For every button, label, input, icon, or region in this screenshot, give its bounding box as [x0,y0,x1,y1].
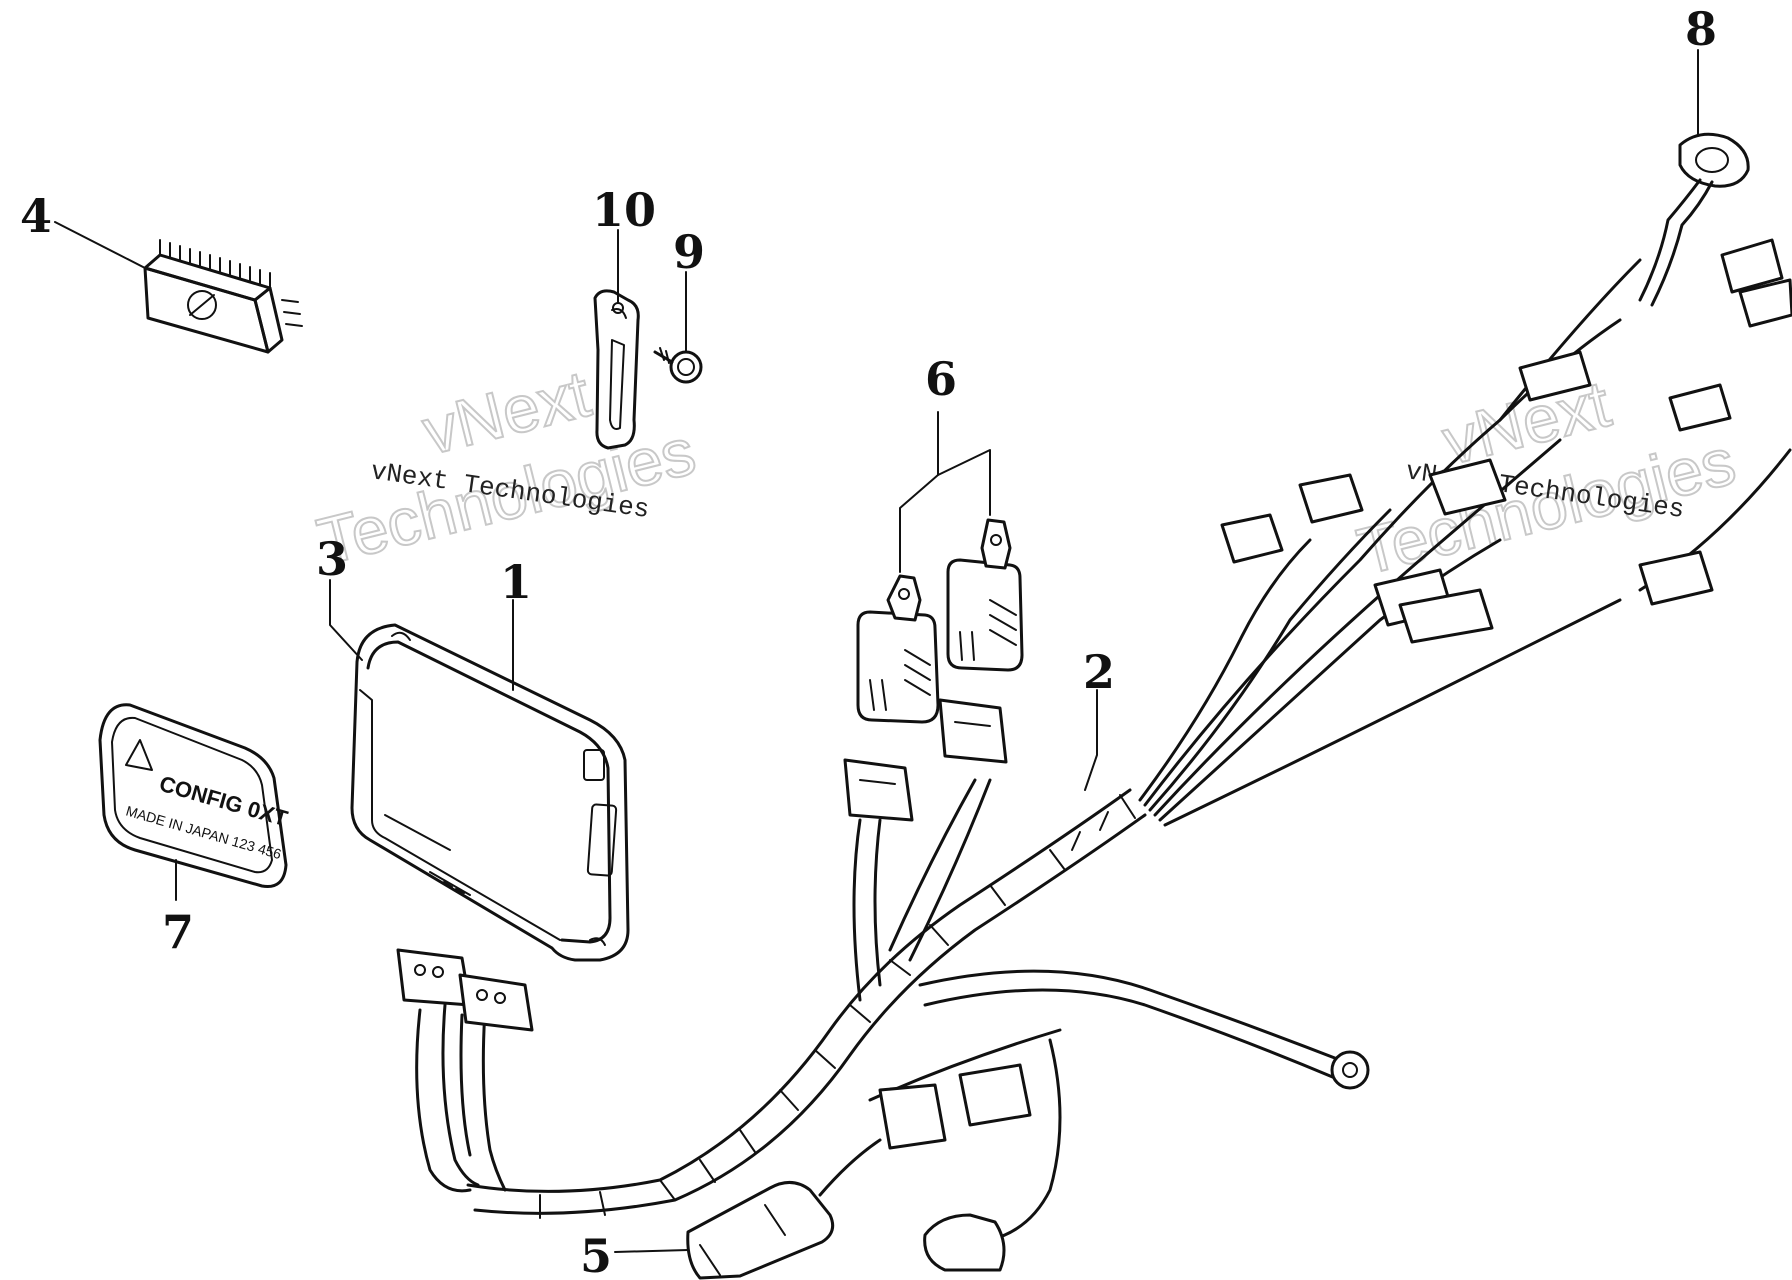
callout-1: 1 [500,555,532,609]
part-7-label-plate: CONFIG 0XT MADE IN JAPAN 123 456 [98,703,291,889]
callout-10: 10 [592,183,656,237]
callout-7: 7 [162,905,194,959]
part-6-relays [856,449,1024,724]
callout-2: 2 [1083,645,1115,699]
callout-3: 3 [316,532,348,586]
part-2-left-connectors [396,948,534,1032]
leader-5 [614,1249,689,1253]
callout-9: 9 [673,225,705,279]
callout-8: 8 [1685,2,1717,56]
part-5-connector [686,1138,882,1280]
part-8-grommet [1638,132,1750,307]
part-2-right-connectors [1220,238,1792,644]
part-9-screw [653,347,703,384]
part-4-connector-strip [143,239,303,354]
leader-4 [54,221,146,269]
leader-3 [329,579,363,661]
part-2-wiring-harness [396,238,1792,1272]
leader-2 [1084,689,1098,791]
watermark-left: vNext Technologies vNext Technologies [309,355,703,580]
callout-4: 4 [20,189,52,243]
callout-numbers: 1 2 3 4 5 6 7 8 9 10 [20,2,1717,1280]
callout-5: 5 [580,1229,612,1280]
part-1-control-unit [350,623,630,962]
leader-lines [54,49,1699,1253]
part-10-bracket [593,289,640,450]
callout-6: 6 [925,352,957,406]
